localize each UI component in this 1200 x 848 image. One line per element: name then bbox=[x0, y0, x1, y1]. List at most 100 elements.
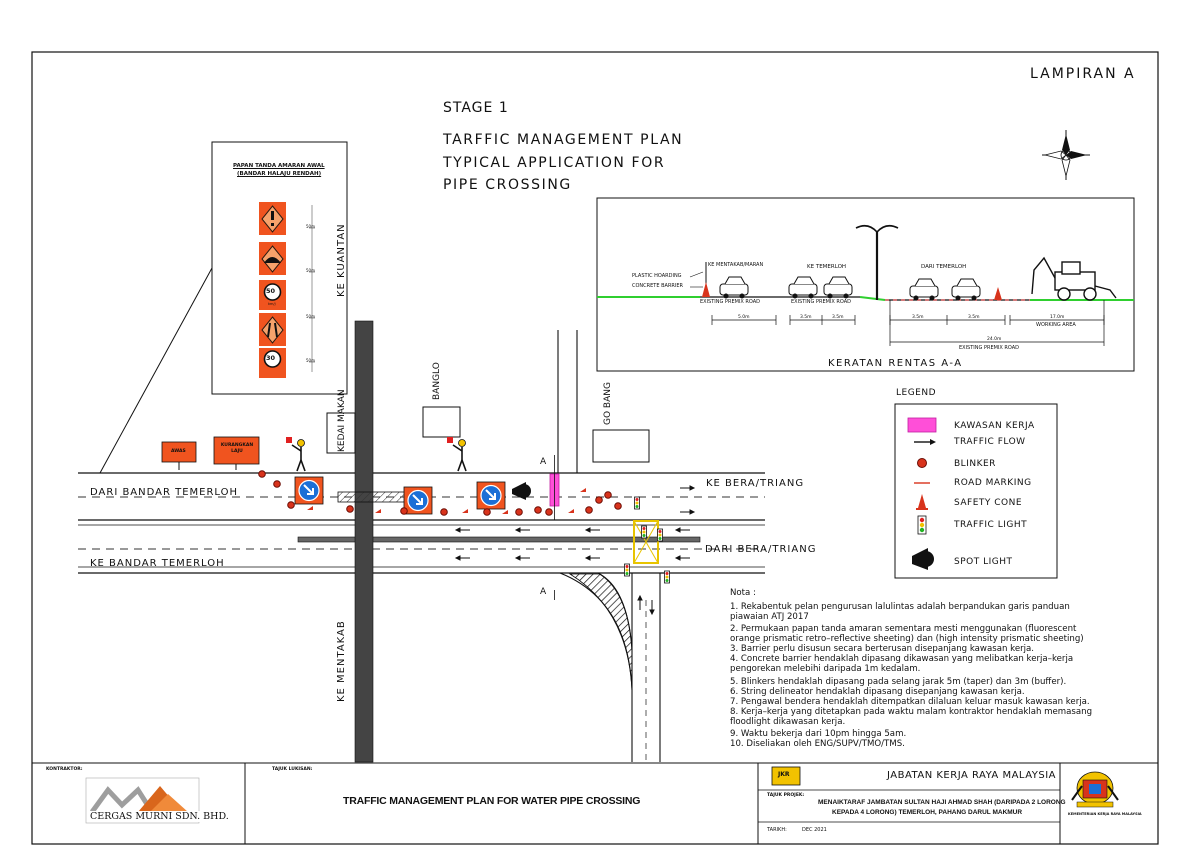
dim-label-3-5-b: 3.5m bbox=[832, 315, 844, 320]
traffic-flow-arrows bbox=[454, 485, 696, 616]
sign-board-awas-text: AWAS bbox=[171, 449, 186, 454]
building-banglo bbox=[422, 406, 461, 438]
legend-symbol-blinker bbox=[917, 458, 927, 468]
junction-work-box bbox=[633, 520, 659, 564]
note-line: pengorekan melebihi daripada 1m kedalam. bbox=[730, 664, 921, 674]
drawing-date: DEC 2021 bbox=[802, 827, 827, 833]
section-label-existing-premix-2: EXISTING PREMIX ROAD bbox=[791, 299, 852, 305]
agency-name: JABATAN KERJA RAYA MALAYSIA bbox=[887, 770, 1057, 781]
dim-label-3-5-c: 3.5m bbox=[912, 315, 924, 320]
legend-symbol-cone bbox=[916, 494, 928, 510]
project-title-line-1: MENAIKTARAF JAMBATAN SULTAN HAJI AHMAD S… bbox=[818, 799, 1066, 806]
dim-label-3-5-a: 3.5m bbox=[800, 315, 812, 320]
section-label-concrete-barrier: CONCRETE BARRIER bbox=[632, 283, 684, 289]
legend-symbol-work-zone bbox=[907, 417, 937, 433]
building-label-kedai-makan: KEDAI MAKAN bbox=[337, 389, 347, 452]
warning-sign-road-narrows bbox=[259, 313, 286, 346]
note-line: 4. Concrete barrier hendaklah dipasang d… bbox=[730, 654, 1074, 664]
section-label-working-area: WORKING AREA bbox=[1036, 322, 1076, 328]
note-line: 10. Diseliakan oleh ENG/SUPV/TMO/TMS. bbox=[730, 739, 905, 749]
dim-label-17-0: 17.0m bbox=[1050, 315, 1065, 320]
legend-label-traffic-flow: TRAFFIC FLOW bbox=[954, 437, 1026, 447]
speed-limit-sign-50 bbox=[259, 280, 286, 310]
jkr-logo-text: JKR bbox=[778, 771, 790, 778]
note-line: 3. Barrier perlu disusun secara berterus… bbox=[730, 644, 1035, 654]
legend-symbol-traffic-light bbox=[917, 515, 927, 535]
legend-label-road-marking: ROAD MARKING bbox=[954, 478, 1032, 488]
building-kedai-makan bbox=[326, 412, 356, 454]
legend-label-spot-light: SPOT LIGHT bbox=[954, 557, 1013, 567]
speed-limit-sign-30 bbox=[259, 348, 286, 378]
road-label-ke-bera-triang: KE BERA/TRIANG bbox=[706, 478, 805, 489]
dim-label-3-5-d: 3.5m bbox=[968, 315, 980, 320]
legend-title: LEGEND bbox=[896, 388, 937, 398]
warning-sign-bump bbox=[259, 242, 286, 275]
distance-label-2: 50m bbox=[306, 268, 315, 273]
sign-panel-leader bbox=[99, 267, 213, 474]
tarikh-label: TARIKH: bbox=[767, 827, 787, 833]
legend-label-traffic-light: TRAFFIC LIGHT bbox=[954, 520, 1028, 530]
plan-title-line-2: TYPICAL APPLICATION FOR bbox=[443, 155, 666, 171]
speed-unit-label: km/j bbox=[268, 302, 276, 306]
road-label-dari-bera-triang: DARI BERA/TRIANG bbox=[705, 544, 817, 555]
stage-label: STAGE 1 bbox=[443, 100, 509, 116]
crest-caption: KEMENTERIAN KERJA RAYA MALAYSIA bbox=[1068, 812, 1142, 816]
note-line: 2. Permukaan papan tanda amaran sementar… bbox=[730, 624, 1077, 634]
sign-board-kurangkan-laju bbox=[213, 436, 260, 465]
side-road-go-bang bbox=[557, 330, 578, 473]
flagman-2 bbox=[447, 437, 467, 472]
legend-frame bbox=[894, 403, 1058, 579]
road-label-ke-kuantan: KE KUANTAN bbox=[336, 223, 347, 297]
building-label-banglo: BANGLO bbox=[432, 362, 442, 400]
jkr-logo bbox=[771, 766, 801, 786]
note-line: 8. Kerja–kerja yang ditetapkan pada wakt… bbox=[730, 707, 1093, 717]
section-label-existing-premix-3: EXISTING PREMIX ROAD bbox=[959, 345, 1020, 351]
dim-label-24-0: 24.0m bbox=[987, 337, 1002, 342]
speed-limit-30-label: 30 bbox=[266, 354, 276, 362]
backhoe-icon bbox=[1031, 256, 1117, 301]
tajuk-lukisan-label: TAJUK LUKISAN: bbox=[272, 767, 313, 772]
legend-label-blinker: BLINKER bbox=[954, 459, 996, 469]
spot-light-icon bbox=[512, 482, 531, 500]
dim-label-5-0: 5.0m bbox=[738, 315, 750, 320]
sign-panel-subtitle: (BANDAR HALAJU RENDAH) bbox=[237, 171, 322, 177]
tajuk-projek-label: TAJUK PROJEK: bbox=[767, 793, 805, 798]
water-pipe bbox=[354, 320, 374, 763]
flagman-1 bbox=[286, 437, 306, 472]
warning-sign-exclamation bbox=[259, 202, 286, 235]
note-line: 6. String delineator hendaklah dipasang … bbox=[730, 687, 1025, 697]
note-line: 7. Pengawal bendera hendaklah ditempatka… bbox=[730, 697, 1090, 707]
plan-title-line-3: PIPE CROSSING bbox=[443, 177, 572, 193]
road-label-dari-bandar-temerloh: DARI BANDAR TEMERLOH bbox=[90, 487, 239, 498]
note-line: orange prismatic retro–reflective sheeti… bbox=[730, 634, 1084, 644]
section-label-ke-mentakab-maran: KE MENTAKAB/MARAN bbox=[708, 262, 764, 268]
north-arrow-icon bbox=[1042, 130, 1090, 180]
plan-title-line-1: TARFFIC MANAGEMENT PLAN bbox=[443, 132, 684, 148]
section-label-dari-temerloh: DARI TEMERLOH bbox=[921, 264, 967, 270]
distance-label-3: 50m bbox=[306, 314, 315, 319]
section-mark-a-bottom: A bbox=[540, 587, 547, 597]
building-go-bang bbox=[592, 429, 650, 463]
dimension-lines bbox=[711, 300, 1105, 346]
road-label-ke-bandar-temerloh: KE BANDAR TEMERLOH bbox=[90, 558, 225, 569]
keep-right-sign-1 bbox=[294, 476, 324, 505]
section-label-existing-premix-1: EXISTING PREMIX ROAD bbox=[700, 299, 761, 305]
keep-right-sign-2 bbox=[403, 486, 433, 515]
distance-label-1: 50m bbox=[306, 224, 315, 229]
legend-symbol-spot-light bbox=[912, 548, 934, 570]
section-label-ke-temerloh: KE TEMERLOH bbox=[807, 264, 847, 270]
malaysia-crest-icon bbox=[1071, 771, 1119, 808]
concrete-barrier-beam bbox=[297, 536, 701, 543]
building-label-go-bang: GO BANG bbox=[603, 382, 613, 425]
note-line: 1. Rekabentuk pelan pengurusan lalulinta… bbox=[730, 602, 1070, 612]
note-line: floodlight dikawasan kerja. bbox=[730, 717, 846, 727]
note-line: 5. Blinkers hendaklah dipasang pada sela… bbox=[730, 677, 1067, 687]
speed-limit-50-label: 50 bbox=[266, 287, 276, 295]
note-line: piawaian ATJ 2017 bbox=[730, 612, 809, 622]
notes-heading: Nota : bbox=[730, 588, 756, 598]
section-mark-a-top: A bbox=[540, 457, 547, 467]
kontraktor-label: KONTRAKTOR: bbox=[46, 767, 83, 772]
distance-label-4: 50m bbox=[306, 358, 315, 363]
legend-symbol-arrow bbox=[914, 439, 936, 445]
